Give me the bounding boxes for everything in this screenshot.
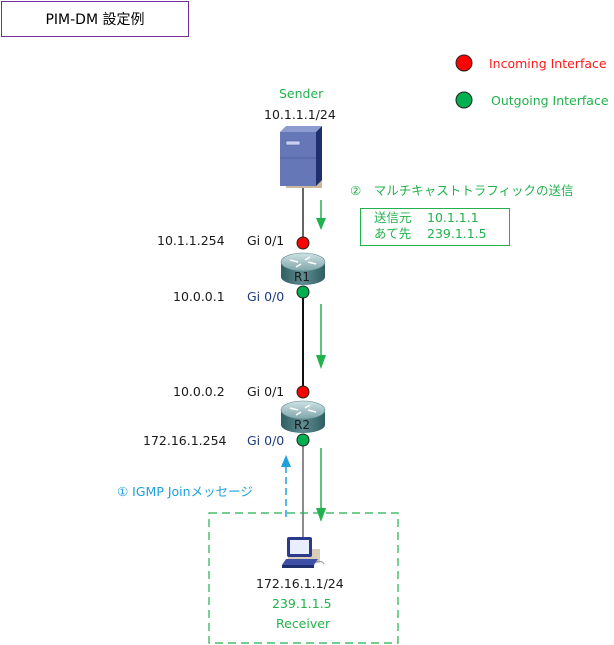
legend-incoming-marker [455, 54, 473, 72]
r2-lower-interface: Gi 0/0 [247, 433, 285, 448]
page-title-text: PIM-DM 設定例 [45, 12, 145, 28]
legend-incoming-label: Incoming Interface [489, 56, 607, 71]
r1-gi00-outgoing-marker [296, 285, 310, 299]
router-r2-icon [280, 400, 326, 433]
r1-name: R1 [294, 270, 310, 284]
multicast-info-box: 送信元 10.1.1.1 あて先 239.1.1.5 [360, 208, 510, 246]
r1-upper-ip: 10.1.1.254 [157, 233, 225, 248]
r1-lower-interface: Gi 0/0 [247, 289, 285, 304]
receiver-group: 239.1.1.5 [272, 596, 332, 611]
receiver-segment-box [208, 512, 399, 644]
r2-gi00-outgoing-marker [296, 433, 310, 447]
legend-outgoing-marker [455, 91, 473, 109]
pc-icon [282, 537, 325, 568]
r1-gi01-incoming-marker [296, 236, 310, 250]
r2-upper-ip: 10.0.0.2 [173, 384, 225, 399]
router-r1-icon [280, 252, 326, 285]
dest-value: 239.1.1.5 [427, 226, 487, 241]
r2-gi01-incoming-marker [296, 385, 310, 399]
multicast-flow-arrow-2 [316, 304, 326, 369]
source-label: 送信元 [374, 210, 412, 225]
receiver-ip: 172.16.1.1/24 [256, 576, 344, 591]
r2-name: R2 [294, 418, 310, 432]
server-icon [280, 126, 322, 188]
igmp-join-arrow [281, 455, 291, 517]
receiver-label: Receiver [276, 616, 331, 631]
r2-lower-ip: 172.16.1.254 [143, 433, 227, 448]
sender-label: Sender [279, 86, 324, 101]
multicast-flow-arrow-3 [316, 448, 326, 522]
step1-igmp-join-label: ① IGMP Joinメッセージ [117, 484, 253, 499]
page-title: PIM-DM 設定例 [1, 1, 189, 37]
sender-ip: 10.1.1.1/24 [264, 107, 336, 122]
step2-multicast-traffic-label: ② マルチキャストトラフィックの送信 [350, 183, 574, 198]
r1-upper-interface: Gi 0/1 [247, 233, 285, 248]
legend-outgoing-label: Outgoing Interface [491, 93, 609, 108]
dest-label: あて先 [374, 226, 412, 241]
multicast-flow-arrow-1 [316, 200, 326, 230]
source-value: 10.1.1.1 [427, 210, 479, 225]
r1-lower-ip: 10.0.0.1 [173, 289, 225, 304]
r2-upper-interface: Gi 0/1 [247, 384, 285, 399]
